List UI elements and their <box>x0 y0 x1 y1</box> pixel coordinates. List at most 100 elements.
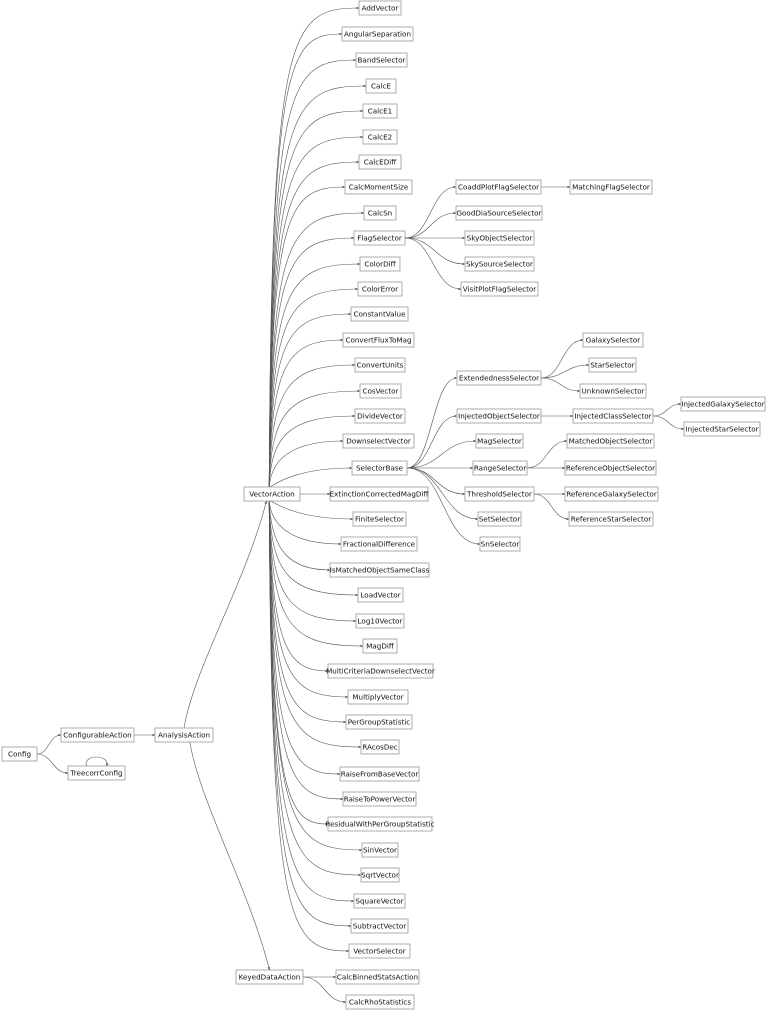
class-node-set-selector[interactable]: SetSelector <box>477 511 522 527</box>
node-box <box>359 383 402 399</box>
class-node-sin-vector[interactable]: SinVector <box>361 842 399 858</box>
edge-config-to-configurable-action <box>36 733 62 755</box>
node-label: MatchedObjectSelector <box>569 437 653 446</box>
class-node-unknown-selector[interactable]: UnknownSelector <box>579 383 647 399</box>
node-box <box>353 230 406 246</box>
class-node-calc-binned-stats-action[interactable]: CalcBinnedStatsAction <box>335 969 420 985</box>
class-node-sky-source-selector[interactable]: SkySourceSelector <box>464 256 535 272</box>
class-node-coadd-plot-flag-selector[interactable]: CoaddPlotFlagSelector <box>455 179 542 195</box>
class-node-analysis-action[interactable]: AnalysisAction <box>154 727 214 743</box>
edge-threshold-selector-to-reference-star-selector <box>533 493 570 521</box>
class-node-range-selector[interactable]: RangeSelector <box>472 460 528 476</box>
node-box <box>351 460 408 476</box>
class-node-config[interactable]: Config <box>1 746 38 762</box>
class-node-load-vector[interactable]: LoadVector <box>357 587 404 603</box>
class-node-treecorr-config[interactable]: TreecorrConfig <box>67 765 126 781</box>
class-node-per-group-statistic[interactable]: PerGroupStatistic <box>345 714 413 730</box>
edge-flag-selector-to-visit-plot-flag-selector <box>404 237 462 291</box>
node-label: InjectedClassSelector <box>574 412 651 421</box>
class-node-convert-flux-to-mag[interactable]: ConvertFluxToMag <box>342 332 415 348</box>
node-label: CalcMomentSize <box>349 183 409 192</box>
class-node-calc-rho-statistics[interactable]: CalcRhoStatistics <box>345 994 415 1010</box>
class-node-configurable-action[interactable]: ConfigurableAction <box>60 727 135 743</box>
node-box <box>358 0 402 16</box>
edge-vector-action-to-multi-criteria-downselect-vector <box>268 500 329 673</box>
class-node-residual-with-per-group-statistic[interactable]: ResidualWithPerGroupStatistic <box>325 816 435 832</box>
class-node-visit-plot-flag-selector[interactable]: VisitPlotFlagSelector <box>460 281 539 297</box>
class-node-sky-object-selector[interactable]: SkyObjectSelector <box>464 230 535 246</box>
class-node-galaxy-selector[interactable]: GalaxySelector <box>582 332 644 348</box>
class-node-reference-object-selector[interactable]: ReferenceObjectSelector <box>564 460 657 476</box>
edge-extendedness-selector-to-unknown-selector <box>540 377 581 393</box>
node-box <box>479 536 521 552</box>
class-node-convert-units[interactable]: ConvertUnits <box>354 357 406 373</box>
node-label: InjectedObjectSelector <box>458 412 540 421</box>
class-node-injected-star-selector[interactable]: InjectedStarSelector <box>683 421 761 437</box>
class-node-fractional-difference[interactable]: FractionalDifference <box>340 536 418 552</box>
class-node-cos-vector[interactable]: CosVector <box>359 383 402 399</box>
class-node-square-vector[interactable]: SquareVector <box>353 893 406 909</box>
node-box <box>235 969 304 985</box>
class-node-log10-vector[interactable]: Log10Vector <box>355 613 405 629</box>
node-label: ExtinctionCorrectedMagDiff <box>330 490 430 499</box>
node-box <box>683 421 761 437</box>
class-node-vector-action[interactable]: VectorAction <box>243 486 301 502</box>
edge-vector-action-to-add-vector <box>268 6 360 488</box>
class-node-matching-flag-selector[interactable]: MatchingFlagSelector <box>569 179 653 195</box>
class-node-calc-e2[interactable]: CalcE2 <box>362 129 398 145</box>
class-node-constant-value[interactable]: ConstantValue <box>350 306 409 322</box>
class-node-divide-vector[interactable]: DivideVector <box>354 408 406 424</box>
edge-flag-selector-to-sky-source-selector <box>404 237 466 266</box>
class-node-racos-dec[interactable]: RAcosDec <box>360 739 400 755</box>
class-node-calc-sn[interactable]: CalcSn <box>363 205 397 221</box>
edge-selector-base-to-sn-selector <box>406 467 481 546</box>
class-node-calc-moment-size[interactable]: CalcMomentSize <box>344 179 413 195</box>
class-node-multi-criteria-downselect-vector[interactable]: MultiCriteriaDownselectVector <box>326 663 435 679</box>
class-node-vector-selector[interactable]: VectorSelector <box>348 943 411 959</box>
node-box <box>360 739 400 755</box>
node-label: DownselectVector <box>346 437 411 446</box>
class-node-calc-e1[interactable]: CalcE1 <box>362 103 398 119</box>
class-node-mag-diff[interactable]: MagDiff <box>362 638 398 654</box>
edge-vector-action-to-per-group-statistic <box>268 500 347 724</box>
node-box <box>329 486 429 502</box>
node-box <box>243 486 301 502</box>
class-node-calc-e-diff[interactable]: CalcEDiff <box>358 154 402 170</box>
node-label: UnknownSelector <box>582 387 645 396</box>
class-node-injected-object-selector[interactable]: InjectedObjectSelector <box>456 408 542 424</box>
class-node-mag-selector[interactable]: MagSelector <box>475 433 524 449</box>
class-node-band-selector[interactable]: BandSelector <box>355 52 408 68</box>
class-node-threshold-selector[interactable]: ThresholdSelector <box>464 486 535 502</box>
class-node-extendedness-selector[interactable]: ExtendednessSelector <box>456 370 542 386</box>
class-node-reference-galaxy-selector[interactable]: ReferenceGalaxySelector <box>564 486 659 502</box>
node-label: CalcBinnedStatsAction <box>337 973 418 982</box>
class-node-matched-object-selector[interactable]: MatchedObjectSelector <box>566 433 655 449</box>
class-node-injected-class-selector[interactable]: InjectedClassSelector <box>572 408 654 424</box>
class-node-sqrt-vector[interactable]: SqrtVector <box>360 867 400 883</box>
node-label: Config <box>8 750 31 759</box>
class-node-color-error[interactable]: ColorError <box>357 281 403 297</box>
class-node-finite-selector[interactable]: FiniteSelector <box>352 511 407 527</box>
class-node-angular-separation[interactable]: AngularSeparation <box>341 26 414 42</box>
class-node-extinction-corrected-mag-diff[interactable]: ExtinctionCorrectedMagDiff <box>329 486 430 502</box>
class-node-sn-selector[interactable]: SnSelector <box>479 536 521 552</box>
class-node-reference-star-selector[interactable]: ReferenceStarSelector <box>568 511 654 527</box>
class-node-subtract-vector[interactable]: SubtractVector <box>350 918 409 934</box>
class-node-keyed-data-action[interactable]: KeyedDataAction <box>235 969 304 985</box>
class-node-is-matched-object-same-class[interactable]: IsMatchedObjectSameClass <box>329 562 430 578</box>
class-node-star-selector[interactable]: StarSelector <box>588 357 637 373</box>
class-node-raise-from-base-vector[interactable]: RaiseFromBaseVector <box>339 766 420 782</box>
node-label: RaiseToPowerVector <box>344 795 416 804</box>
class-node-multiply-vector[interactable]: MultiplyVector <box>347 689 409 705</box>
edge-vector-action-to-selector-base <box>268 466 353 488</box>
class-node-calc-e[interactable]: CalcE <box>365 78 397 94</box>
class-node-flag-selector[interactable]: FlagSelector <box>353 230 406 246</box>
class-node-raise-to-power-vector[interactable]: RaiseToPowerVector <box>342 791 417 807</box>
node-box <box>564 460 657 476</box>
class-node-color-diff[interactable]: ColorDiff <box>359 256 401 272</box>
class-node-add-vector[interactable]: AddVector <box>358 0 402 16</box>
class-node-injected-galaxy-selector[interactable]: InjectedGalaxySelector <box>680 396 766 412</box>
class-node-good-dia-source-selector[interactable]: GoodDiaSourceSelector <box>455 205 543 221</box>
class-node-selector-base[interactable]: SelectorBase <box>351 460 408 476</box>
class-node-downselect-vector[interactable]: DownselectVector <box>342 433 415 449</box>
